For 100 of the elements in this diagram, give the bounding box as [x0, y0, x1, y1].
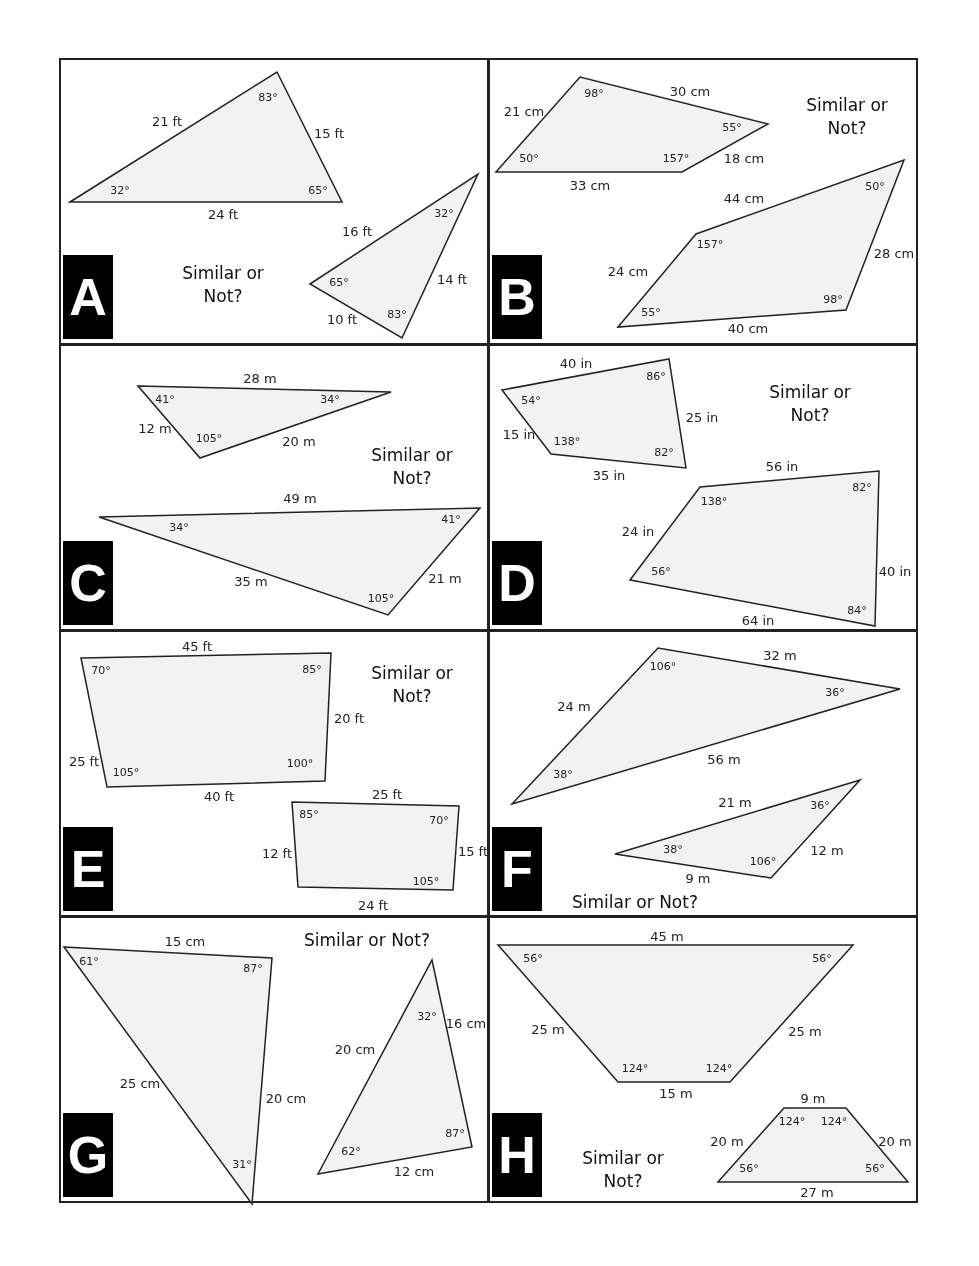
angle-label: 157°: [662, 152, 690, 166]
letter-tile: C: [63, 541, 113, 625]
angle-label: 106°: [649, 660, 677, 674]
angle-label: 124°: [621, 1062, 649, 1076]
side-length-label: 12 cm: [393, 1164, 435, 1180]
side-length-label: 9 m: [685, 871, 711, 887]
side-length-label: 40 in: [878, 564, 912, 580]
side-length-label: 20 m: [282, 434, 316, 450]
letter-tile: D: [492, 541, 542, 625]
side-length-label: 10 ft: [326, 312, 358, 328]
side-length-label: 25 ft: [371, 787, 403, 803]
angle-label: 32°: [417, 1010, 437, 1024]
card-panel: [59, 58, 489, 345]
angle-label: 70°: [429, 814, 449, 828]
side-length-label: 14 ft: [436, 272, 468, 288]
angle-label: 83°: [387, 308, 407, 322]
letter-tile: H: [492, 1113, 542, 1197]
side-length-label: 21 ft: [151, 114, 183, 130]
question-text: Similar or Not?: [572, 890, 698, 914]
angle-label: 31°: [232, 1158, 252, 1172]
side-length-label: 24 m: [557, 699, 591, 715]
question-text: Similar or Not?: [181, 262, 265, 308]
angle-label: 65°: [329, 276, 349, 290]
side-length-label: 35 in: [592, 468, 626, 484]
angle-label: 124°: [820, 1115, 848, 1129]
angle-label: 84°: [847, 604, 867, 618]
side-length-label: 45 ft: [181, 639, 213, 655]
side-length-label: 44 cm: [723, 191, 765, 207]
side-length-label: 24 cm: [607, 264, 649, 280]
side-length-label: 28 cm: [873, 246, 915, 262]
card-panel: [59, 916, 489, 1203]
angle-label: 82°: [654, 446, 674, 460]
angle-label: 157°: [696, 238, 724, 252]
side-length-label: 25 cm: [119, 1076, 161, 1092]
side-length-label: 24 ft: [357, 898, 389, 914]
side-length-label: 24 in: [621, 524, 655, 540]
card-panel: [59, 344, 489, 631]
angle-label: 100°: [286, 757, 314, 771]
angle-label: 62°: [341, 1145, 361, 1159]
side-length-label: 15 cm: [164, 934, 206, 950]
side-length-label: 12 ft: [261, 846, 293, 862]
question-text: Similar or Not?: [805, 94, 889, 140]
card-panel: [59, 630, 489, 917]
angle-label: 106°: [749, 855, 777, 869]
angle-label: 36°: [825, 686, 845, 700]
angle-label: 41°: [441, 513, 461, 527]
side-length-label: 20 cm: [265, 1091, 307, 1107]
side-length-label: 12 m: [138, 421, 172, 437]
side-length-label: 33 cm: [569, 178, 611, 194]
side-length-label: 16 cm: [445, 1016, 487, 1032]
angle-label: 32°: [434, 207, 454, 221]
letter-tile: F: [492, 827, 542, 911]
question-text: Similar or Not?: [581, 1147, 665, 1193]
angle-label: 38°: [553, 768, 573, 782]
letter-tile: A: [63, 255, 113, 339]
angle-label: 56°: [812, 952, 832, 966]
angle-label: 61°: [79, 955, 99, 969]
side-length-label: 35 m: [234, 574, 268, 590]
side-length-label: 18 cm: [723, 151, 765, 167]
side-length-label: 25 m: [788, 1024, 822, 1040]
card-panel: [488, 630, 918, 917]
question-text: Similar or Not?: [304, 928, 430, 952]
angle-label: 85°: [299, 808, 319, 822]
side-length-label: 20 m: [710, 1134, 744, 1150]
angle-label: 50°: [519, 152, 539, 166]
angle-label: 98°: [823, 293, 843, 307]
angle-label: 38°: [663, 843, 683, 857]
side-length-label: 20 m: [878, 1134, 912, 1150]
side-length-label: 45 m: [650, 929, 684, 945]
angle-label: 56°: [865, 1162, 885, 1176]
angle-label: 82°: [852, 481, 872, 495]
angle-label: 86°: [646, 370, 666, 384]
letter-tile: B: [492, 255, 542, 339]
question-text: Similar or Not?: [370, 662, 454, 708]
angle-label: 138°: [553, 435, 581, 449]
side-length-label: 64 in: [741, 613, 775, 629]
side-length-label: 40 cm: [727, 321, 769, 337]
side-length-label: 12 m: [810, 843, 844, 859]
angle-label: 124°: [778, 1115, 806, 1129]
angle-label: 54°: [521, 394, 541, 408]
angle-label: 34°: [320, 393, 340, 407]
angle-label: 70°: [91, 664, 111, 678]
angle-label: 85°: [302, 663, 322, 677]
side-length-label: 56 m: [707, 752, 741, 768]
angle-label: 83°: [258, 91, 278, 105]
card-panel: [488, 58, 918, 345]
side-length-label: 15 in: [502, 427, 536, 443]
side-length-label: 32 m: [763, 648, 797, 664]
angle-label: 138°: [700, 495, 728, 509]
side-length-label: 21 cm: [503, 104, 545, 120]
side-length-label: 21 m: [428, 571, 462, 587]
card-panel: [488, 916, 918, 1203]
side-length-label: 25 in: [685, 410, 719, 426]
side-length-label: 15 ft: [313, 126, 345, 142]
side-length-label: 27 m: [800, 1185, 834, 1201]
side-length-label: 16 ft: [341, 224, 373, 240]
side-length-label: 30 cm: [669, 84, 711, 100]
side-length-label: 25 ft: [68, 754, 100, 770]
angle-label: 105°: [367, 592, 395, 606]
angle-label: 32°: [110, 184, 130, 198]
